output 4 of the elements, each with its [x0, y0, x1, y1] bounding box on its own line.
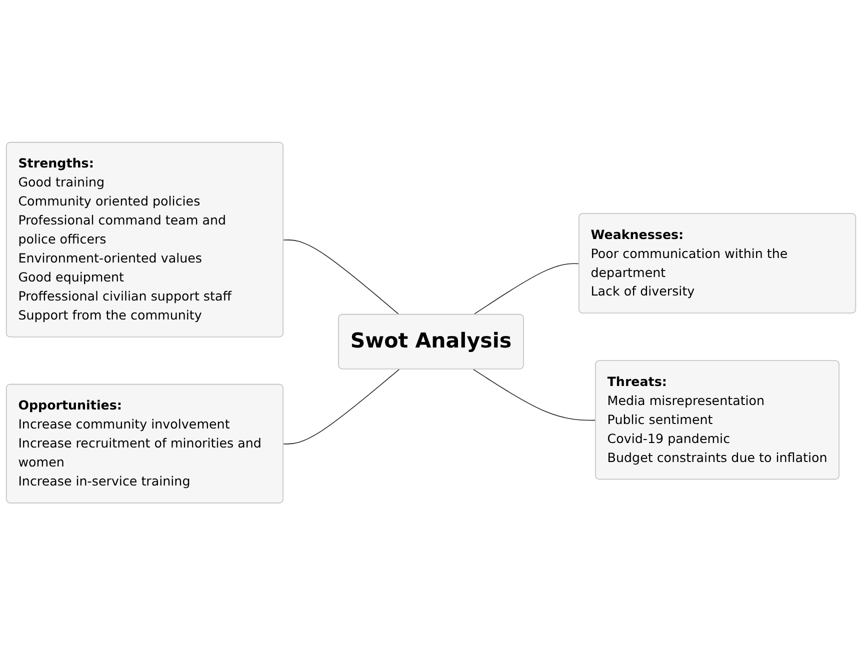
connector	[283, 240, 400, 316]
connector	[472, 369, 596, 422]
connector	[283, 369, 400, 445]
connector	[472, 264, 580, 316]
